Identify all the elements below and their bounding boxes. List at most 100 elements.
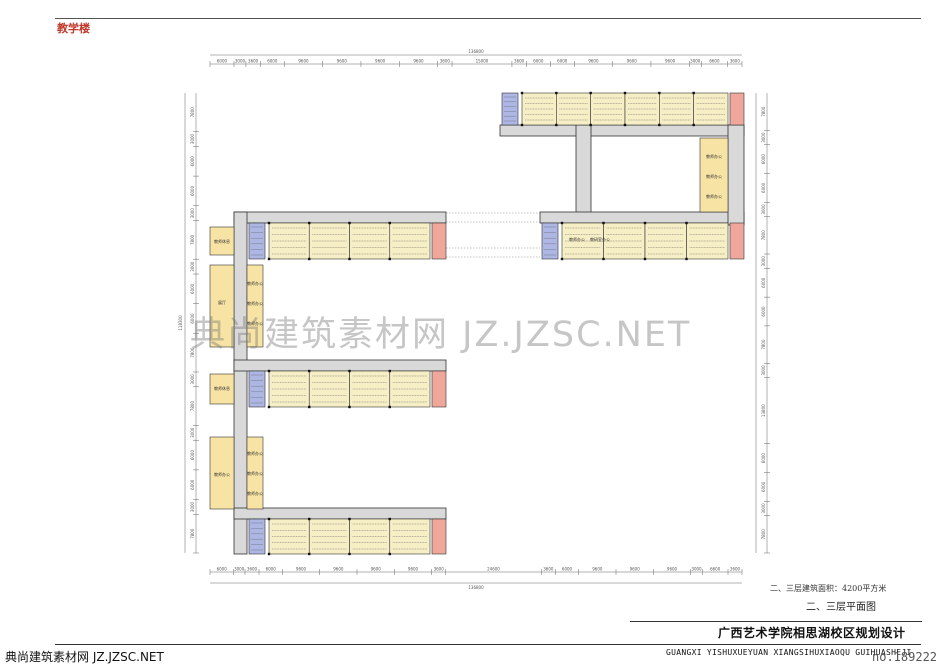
room-label: 教师办公 <box>569 236 585 242</box>
dim-bottom-segment: 3600 <box>543 567 554 572</box>
column <box>658 91 661 95</box>
dim-top-segment: 3600 <box>514 59 525 64</box>
column <box>348 221 351 225</box>
column <box>267 369 271 373</box>
dim-bottom-segment: 9600 <box>667 567 678 572</box>
stair <box>501 92 519 126</box>
column <box>388 257 391 261</box>
column <box>692 123 695 127</box>
column <box>388 369 391 373</box>
column <box>267 552 271 556</box>
column <box>560 257 564 261</box>
dim-right-segment: 7800 <box>761 106 766 117</box>
column <box>658 123 661 127</box>
watermark-footer: 典尚建筑素材网 JZ.JZSC.NET <box>5 650 164 664</box>
column <box>560 221 564 225</box>
column <box>589 123 592 127</box>
dimension-left: 118300 780030006000600030007800300060006… <box>178 93 199 554</box>
wc-room <box>729 222 745 260</box>
column <box>308 257 311 261</box>
dim-bottom-segment: 24600 <box>487 567 500 572</box>
dim-right-segment: 6000 <box>761 306 766 317</box>
dim-right-segment: 7800 <box>761 529 766 540</box>
room-label: 教师办公 <box>247 280 263 286</box>
column <box>308 517 311 521</box>
column <box>348 552 351 556</box>
column <box>520 91 524 95</box>
dim-right-segments: 7800300060006000300078003000600060007800… <box>761 106 770 554</box>
column <box>623 91 627 95</box>
dim-left-segments: 7800 3000 6000 6000 3000 7800 3000 6000 6000 7800… <box>190 107 199 554</box>
column <box>267 517 271 521</box>
dim-top-segment: 3000 <box>235 59 246 64</box>
dim-bottom-segment: 3000 <box>691 567 702 572</box>
dim-left-segment: 3000 <box>190 208 195 219</box>
dim-left-segment: 6000 <box>190 185 195 196</box>
column <box>348 517 351 521</box>
top-rule <box>55 18 921 19</box>
project-title: 广西艺术学院相思湖校区规划设计 <box>718 626 906 640</box>
dim-right-segment: 3000 <box>761 503 766 514</box>
dim-left-segment: 7800 <box>190 528 195 539</box>
column <box>602 221 605 225</box>
column <box>308 405 311 409</box>
column <box>555 91 558 95</box>
dim-bottom-segment: 9600 <box>371 567 382 572</box>
dim-left-segment: 6000 <box>190 156 195 167</box>
dim-left-segment: 3000 <box>190 261 195 272</box>
dim-left-segment: 6000 <box>190 450 195 461</box>
dim-top-segment: 15000 <box>476 59 489 64</box>
column <box>388 221 391 225</box>
dim-top-segment: 9600 <box>665 59 676 64</box>
dim-top-segment: 9600 <box>375 59 386 64</box>
column <box>685 221 688 225</box>
dim-top-segment: 3600 <box>440 59 451 64</box>
stair <box>248 370 266 408</box>
room-label: 展厅 <box>218 299 226 305</box>
room-label: 教师办公 <box>214 471 230 477</box>
dim-top-segment: 3000 <box>690 59 701 64</box>
project-pinyin: GUANGXI YISHUXUEYUAN XIANGSIHUXIAOQU GUI… <box>666 648 912 657</box>
dim-bottom-segment: 9600 <box>296 567 307 572</box>
dim-left-segment: 6000 <box>190 313 195 324</box>
project-rule <box>630 621 922 622</box>
room-label: 教师办公 <box>247 490 263 496</box>
stair <box>248 222 266 260</box>
column <box>589 91 592 95</box>
wc-room <box>431 518 447 555</box>
dim-right-segment: 6000 <box>761 154 766 165</box>
dim-left-segment: 3000 <box>190 133 195 144</box>
room-label: 教师办公 <box>247 300 263 306</box>
dim-bottom-segment: 9600 <box>630 567 641 572</box>
column <box>643 257 647 261</box>
room-label: 教研室办公 <box>590 236 610 242</box>
room-label: 教师办公 <box>247 450 263 456</box>
dim-top-segment: 9600 <box>298 59 309 64</box>
dim-top-segment: 3600 <box>730 59 741 64</box>
dim-left-segment: 7800 <box>190 107 195 118</box>
classroom-wings <box>248 91 745 556</box>
dim-top-total: 136800 <box>468 49 484 54</box>
watermark: 典尚建筑素材网 JZ.JZSC.NET <box>190 315 692 355</box>
dim-top-segment: 6600 <box>709 59 720 64</box>
column <box>388 552 391 556</box>
dim-bottom-segment: 9600 <box>592 567 603 572</box>
dim-right-segment: 6000 <box>761 453 766 464</box>
dim-left-segment: 6000 <box>190 479 195 490</box>
column <box>643 221 647 225</box>
dim-bottom-segment: 6000 <box>266 567 277 572</box>
column <box>388 405 391 409</box>
column <box>308 369 311 373</box>
dim-bottom-segment: 3600 <box>434 567 445 572</box>
dimension-right: 7800300060006000300078003000600060007800… <box>755 93 770 554</box>
room-label: 教师办公 <box>247 320 263 326</box>
dim-left-segment: 7800 <box>190 234 195 245</box>
east-offices: 教师办公 教师办公 教师办公 教师办公 教研室办公 <box>569 137 729 242</box>
dim-top-segment: 9600 <box>413 59 424 64</box>
dim-bottom-total: 136800 <box>468 585 484 590</box>
dim-right-segment: 6000 <box>761 277 766 288</box>
